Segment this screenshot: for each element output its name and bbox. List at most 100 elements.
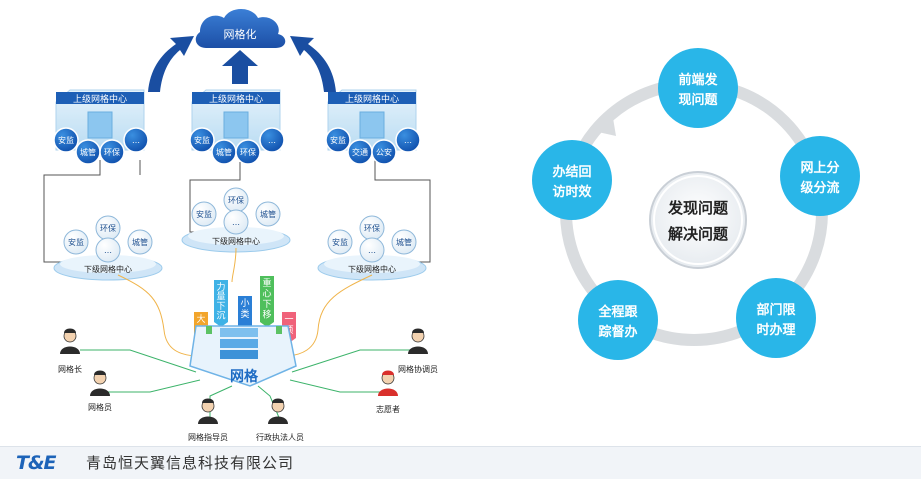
cycle-node-line2: 访时效 xyxy=(552,184,592,200)
upper-circle-label: 环保 xyxy=(104,147,120,157)
upper-circle-label: 安监 xyxy=(58,135,74,145)
cycle-node-line1: 网上分 xyxy=(800,160,839,176)
footer-bar: T&E 青岛恒天翼信息科技有限公司 xyxy=(0,446,921,479)
upper-circle-label: 环保 xyxy=(240,147,256,157)
person-label: 网格协调员 xyxy=(398,364,438,374)
cycle-node-line2: 现问题 xyxy=(678,92,718,108)
cycle-arrow-icon xyxy=(598,112,616,136)
lower-circle-label: 环保 xyxy=(100,223,116,233)
upper-grid-center: 上级网格中心安监城管环保… xyxy=(53,89,149,165)
person-label: 网格长 xyxy=(58,364,82,374)
flag-char: 下 xyxy=(216,302,225,312)
cycle-center-line1: 发现问题 xyxy=(667,199,729,217)
upper-center-circle xyxy=(259,127,285,153)
cloud-label: 网格化 xyxy=(224,27,257,41)
cycle-center xyxy=(649,171,747,269)
lower-circle-label: 安监 xyxy=(68,237,84,247)
lower-circle-label: 环保 xyxy=(228,195,244,205)
cycle-node-line1: 办结回 xyxy=(552,164,591,180)
upper-circle-label: 安监 xyxy=(194,135,210,145)
flag-char: 沉 xyxy=(216,311,225,322)
grid-block: 网格 xyxy=(189,325,297,387)
logo-text: T&E xyxy=(16,452,57,474)
orange-links xyxy=(117,247,373,357)
cycle-node-line2: 踪督办 xyxy=(598,324,637,340)
company-name: 青岛恒天翼信息科技有限公司 xyxy=(86,454,295,472)
flag-char: 类 xyxy=(240,308,249,320)
lower-center-circle xyxy=(223,209,249,235)
network-cloud: 网格化 xyxy=(195,9,286,48)
lower-center-circle xyxy=(255,201,281,227)
flag-char: 一 xyxy=(284,315,293,325)
upper-center-circle xyxy=(325,127,351,153)
arrow-right-icon xyxy=(290,36,336,92)
flag-char: 移 xyxy=(262,309,271,321)
flag-char: 下 xyxy=(262,300,271,310)
person-label: 行政执法人员 xyxy=(256,432,304,442)
lower-center-title: 下级网格中心 xyxy=(84,264,132,274)
person-icon: 志愿者 xyxy=(376,370,400,414)
arrow-left-icon xyxy=(148,36,194,92)
person-label: 网格指导员 xyxy=(188,432,228,442)
lower-circle-label: … xyxy=(368,246,376,255)
upper-grid-center: 上级网格中心安监交通公安 … xyxy=(325,89,421,165)
person-label: 志愿者 xyxy=(376,404,400,414)
flag-char: 心 xyxy=(262,289,271,300)
upper-center-circle xyxy=(371,139,397,165)
flag-char: 重 xyxy=(262,277,271,289)
cycle-node-line2: 时办理 xyxy=(756,322,795,338)
upper-center-circle xyxy=(189,127,215,153)
grid-label: 网格 xyxy=(230,368,259,385)
lower-center-circle xyxy=(191,201,217,227)
upper-center-title: 上级网格中心 xyxy=(209,93,263,105)
arrow-up-icon xyxy=(222,50,258,84)
cycle-node-line2: 级分流 xyxy=(800,180,839,196)
flag-char: 大 xyxy=(196,313,205,325)
lower-circle-label: 安监 xyxy=(196,209,212,219)
upper-grid-center: 上级网格中心安监城管环保… xyxy=(189,89,285,165)
company-logo: T&E xyxy=(16,452,74,474)
flag-char: 小 xyxy=(240,298,249,309)
lower-center-title: 下级网格中心 xyxy=(348,264,396,274)
upper-center-title: 上级网格中心 xyxy=(345,93,399,105)
upper-circle-label: 交通 xyxy=(352,147,368,157)
upper-center-circle xyxy=(53,127,79,153)
lower-circle-label: 城管 xyxy=(260,209,276,219)
lower-circle-label: … xyxy=(232,218,240,227)
flag-char: 力 xyxy=(216,281,225,293)
lower-center-circle xyxy=(391,229,417,255)
upper-circle-label: 公安 xyxy=(376,147,392,157)
lower-center-title: 下级网格中心 xyxy=(212,236,260,246)
lower-circle-label: … xyxy=(104,246,112,255)
upper-circle-label: 安监 xyxy=(330,135,346,145)
upper-center-circle xyxy=(123,127,149,153)
cycle-node-line1: 部门限 xyxy=(756,302,796,318)
upper-circle-label: 城管 xyxy=(216,147,232,157)
person-icon: 网格指导员 xyxy=(188,398,228,442)
lower-circle-label: 环保 xyxy=(364,223,380,233)
lower-center-circle xyxy=(95,237,121,263)
flag-char: 量 xyxy=(216,292,225,303)
upper-center-circle xyxy=(235,139,261,165)
person-icon: 网格员 xyxy=(88,370,112,412)
upper-center-circle xyxy=(99,139,125,165)
lower-center-circle xyxy=(359,237,385,263)
cycle-node-line1: 全程跟 xyxy=(597,304,638,320)
upper-circle-label: … xyxy=(404,136,412,145)
person-icon: 行政执法人员 xyxy=(256,398,304,442)
person-label: 网格员 xyxy=(88,402,112,412)
lower-center-circle xyxy=(127,229,153,255)
lower-circle-label: 安监 xyxy=(332,237,348,247)
upper-circle-label: … xyxy=(132,136,140,145)
person-icon: 网格长 xyxy=(58,328,82,374)
